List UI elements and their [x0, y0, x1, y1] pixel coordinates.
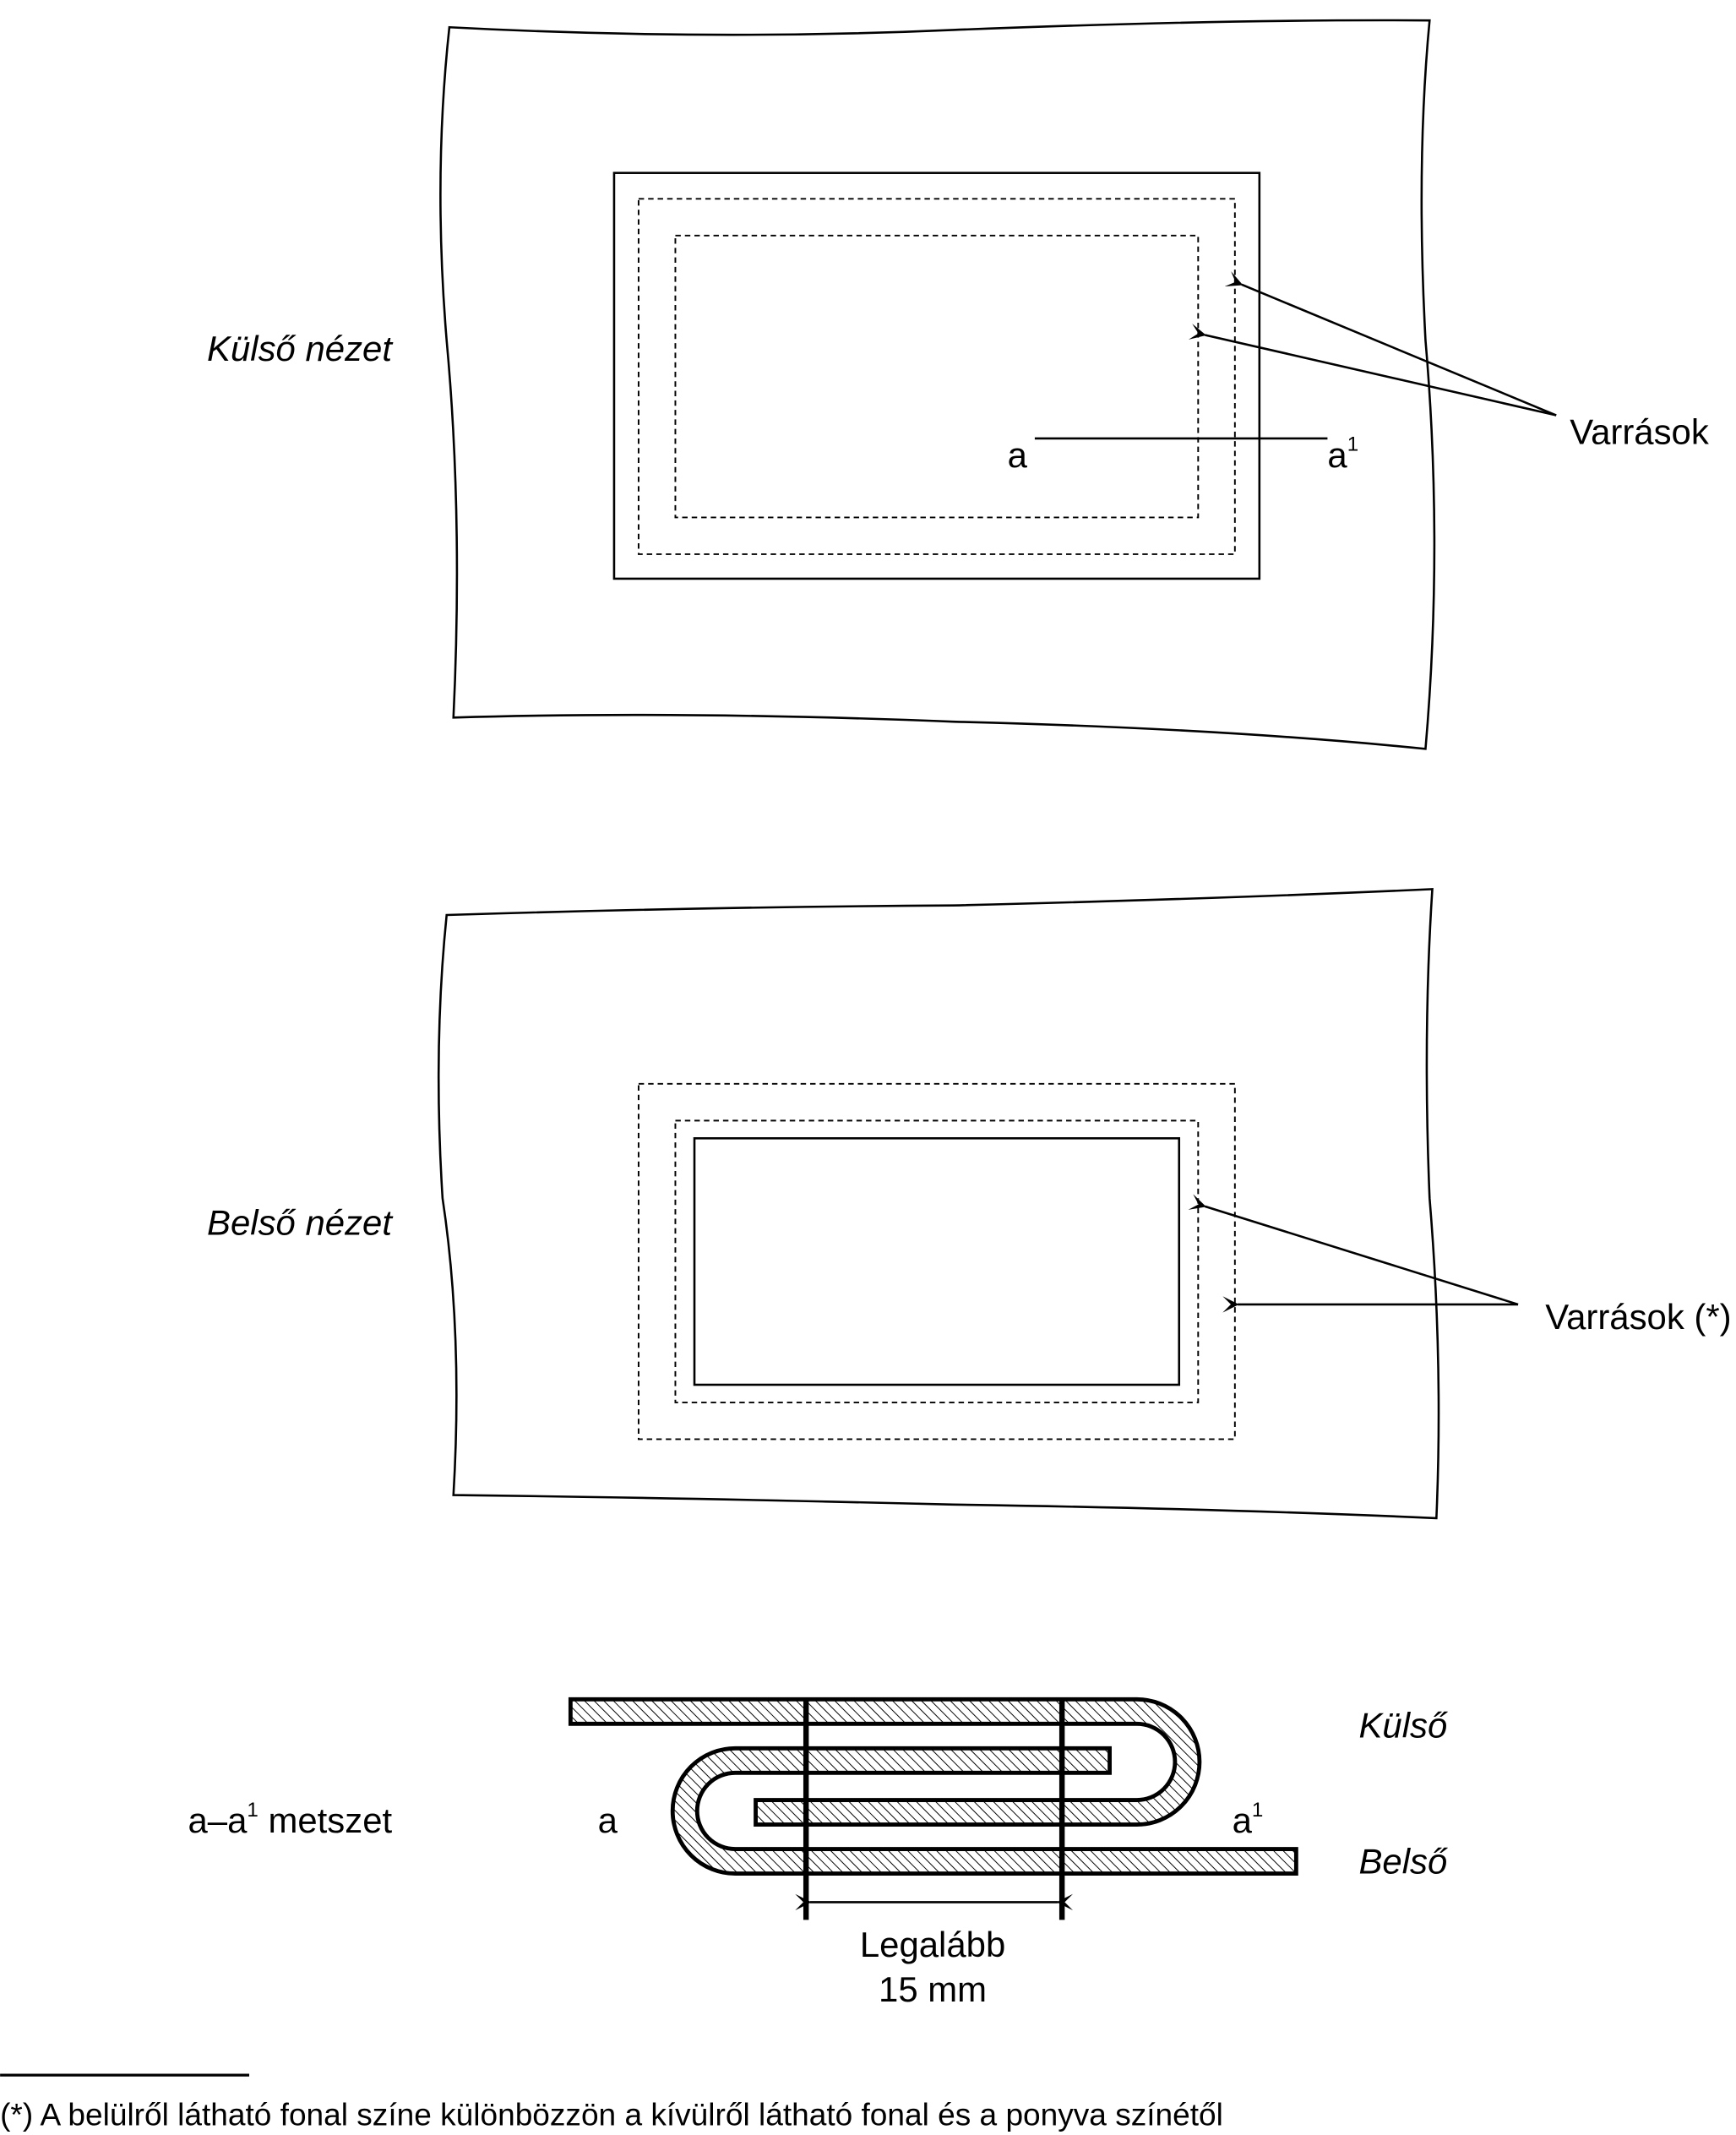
outer-fabric-fold: [568, 1697, 1202, 1827]
section-left-label: a: [598, 1800, 618, 1840]
section-view: Legalább 15 mm a a1 Külső Belső a–a1 met…: [188, 1697, 1448, 2009]
section-title: a–a1 metszet: [188, 1799, 393, 1840]
seam-arrow: [1188, 324, 1557, 417]
exterior-view-label: Külső nézet: [207, 329, 394, 368]
interior-view-label: Belső nézet: [207, 1203, 394, 1243]
section-start-label: a: [1008, 435, 1028, 475]
section-right-label: a1: [1233, 1799, 1264, 1840]
fabric-sheet: [437, 888, 1440, 1520]
interior-view: Varrások (*) Belső nézet: [207, 888, 1732, 1520]
inner-side-label: Belső: [1358, 1842, 1447, 1882]
fabric-sheet: [439, 19, 1436, 750]
seam-outer: [637, 1082, 1236, 1441]
seam-inner: [674, 234, 1200, 519]
seam-arrow: [1188, 1194, 1519, 1306]
outer-side-label: Külső: [1358, 1705, 1447, 1745]
dimension-label: Legalább: [860, 1925, 1005, 1964]
seam-outer: [637, 198, 1236, 555]
seam-arrow: [1224, 271, 1557, 417]
section-end-label: a1: [1327, 433, 1358, 474]
seam-inner: [674, 1119, 1200, 1403]
patch-outline: [612, 172, 1261, 580]
inner-fabric-fold: [670, 1746, 1298, 1876]
seams-label: Varrások (*): [1545, 1297, 1731, 1337]
dimension-value: 15 mm: [879, 1969, 987, 2009]
exterior-view: a a1 Varrások Külső nézet: [207, 19, 1709, 750]
seams-label: Varrások: [1570, 411, 1709, 451]
opening-outline: [693, 1137, 1181, 1386]
footnote: (*) A belülről látható fonal színe külön…: [0, 2097, 1223, 2132]
